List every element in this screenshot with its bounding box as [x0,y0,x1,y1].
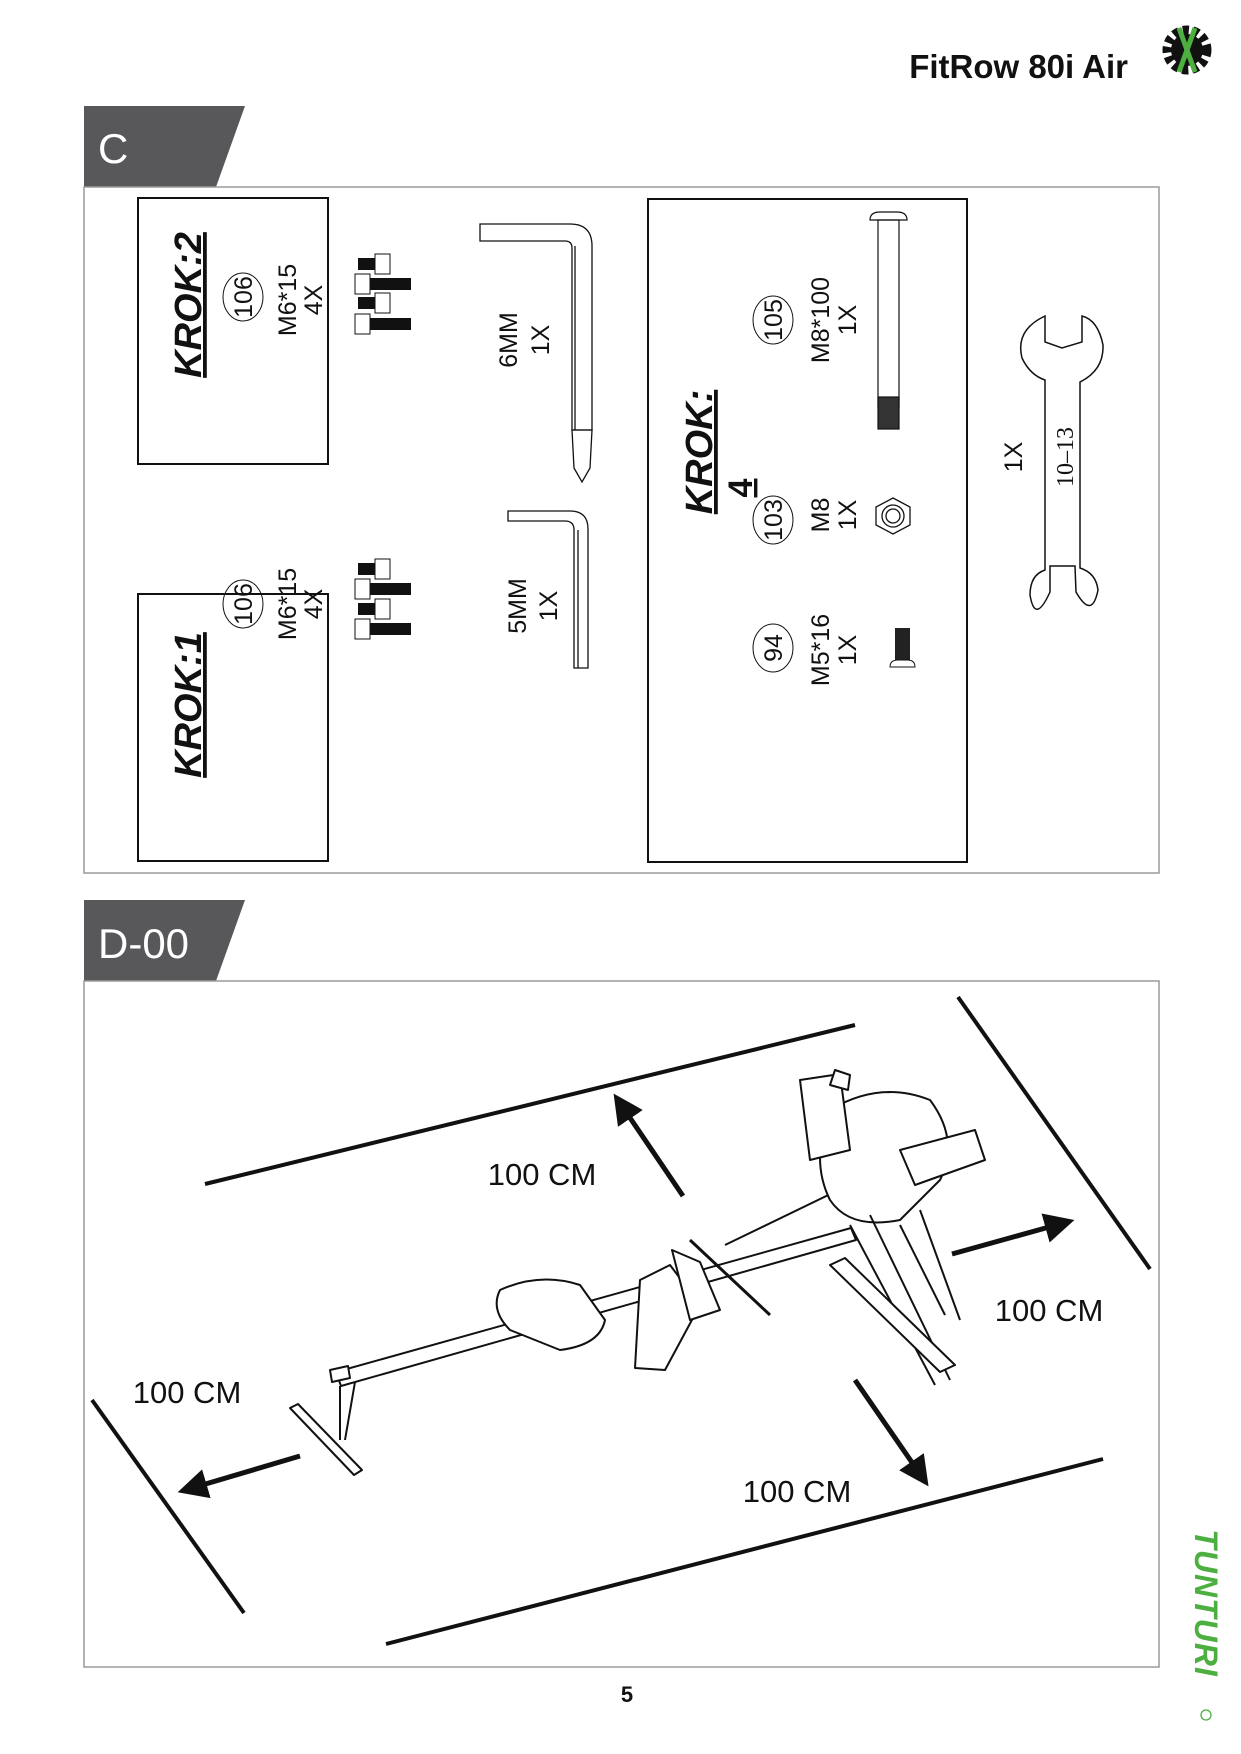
part-94-qty: 1X [834,634,862,665]
wrench-size: 10–13 [1053,427,1079,487]
registered-mark-icon [1200,1709,1212,1721]
allen-6mm-qty: 1X [527,324,555,355]
section-c-panel [83,186,1160,874]
krok4-number: 4 [722,478,760,497]
allen-5mm-qty: 1X [535,590,563,621]
bolts-m6-icon [354,253,411,335]
bolt-m8x100-icon [869,211,908,430]
allen-key-5mm-icon [507,510,589,669]
allen-key-6mm-icon [479,223,593,484]
krok4-box: KROK: 4 105 M8*100 1X 103 M8 1X 94 M5*16… [647,198,968,863]
part-103-spec: M8 [807,498,835,533]
section-c-tab [84,106,245,187]
clearance-boundary-lines [90,995,1152,1646]
allen-5mm-size: 5MM [504,578,532,634]
clearance-label-side: 100 CM [743,1474,852,1509]
arrow-up-icon [613,1093,686,1198]
part-105-qty: 1X [834,304,862,335]
clearance-label-back: 100 CM [488,1157,597,1192]
krok1-part: 106 [230,583,258,625]
section-d-tab [84,900,245,981]
wrench-qty: 1X [1000,441,1028,472]
krok1-qty: 4X [300,588,328,619]
krok2-title: KROK:2 [168,232,210,378]
krok1-spec: M6*15 [274,568,302,640]
bolts-m6-icon [354,558,411,640]
part-94-spec: M5*16 [807,614,835,686]
clearance-arrows [177,1093,1075,1499]
krok2-spec: M6*15 [274,264,302,336]
part-103-qty: 1X [834,499,862,530]
arrow-right-icon [951,1213,1075,1257]
page-number: 5 [621,1682,633,1707]
part-105-number: 105 [760,299,788,341]
krok2-qty: 4X [300,284,328,315]
product-title: FitRow 80i Air [909,48,1128,85]
arrow-left-icon [177,1453,301,1499]
rowing-machine-illustration [289,1069,986,1476]
clearance-label-front: 100 CM [995,1293,1104,1328]
nut-m8-icon [875,497,911,535]
part-103-number: 103 [760,499,788,541]
part-94-number: 94 [760,634,788,662]
part-105-spec: M8*100 [807,277,835,363]
krok2-part: 106 [230,276,258,318]
krok1-box: KROK:1 106 M6*15 4X [137,568,329,862]
clearance-label-rear: 100 CM [133,1375,242,1410]
krok4-title: KROK: [679,390,721,515]
tunturi-logo: TUNTURI [1188,1529,1224,1677]
section-c-label: C [98,125,128,172]
allen-6mm-size: 6MM [495,312,523,368]
section-d-label: D-00 [98,920,189,967]
wrench-icon [1020,314,1104,610]
brand-logo-text: TUNTURI [1188,1529,1224,1677]
section-d-panel [83,980,1160,1668]
krok1-title: KROK:1 [168,632,210,778]
bolt-m5x16-icon [889,628,916,668]
gear-tools-icon [1162,25,1212,75]
krok2-box: KROK:2 106 M6*15 4X [137,197,329,465]
arrow-down-icon [852,1378,929,1487]
